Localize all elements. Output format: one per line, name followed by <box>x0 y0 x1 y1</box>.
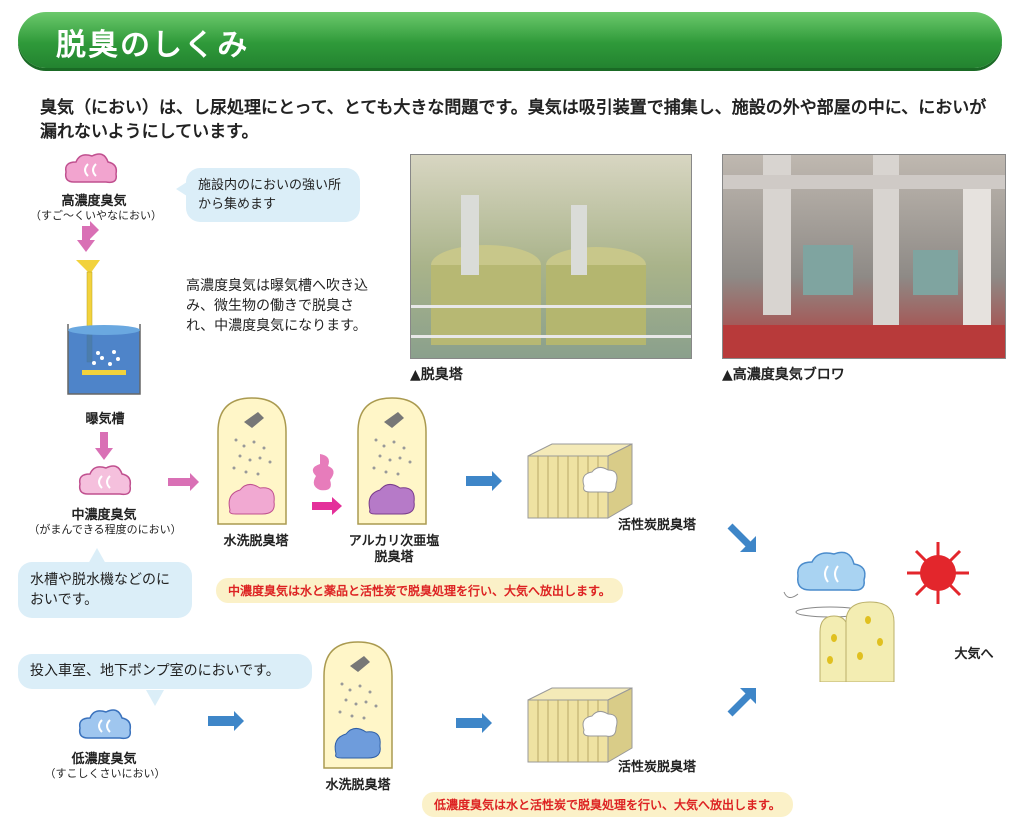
mid-water-wash-tower-icon <box>217 397 287 525</box>
high-odor-title: 高濃度臭気 <box>61 194 127 209</box>
pink-right-arrow <box>168 473 199 491</box>
mid-odor-note: 中濃度臭気は水と薬品と活性炭で脱臭処理を行い、大気へ放出します。 <box>216 578 623 603</box>
header-banner <box>18 12 1002 68</box>
mid-odor-title: 中濃度臭気 <box>71 508 137 523</box>
bubble-tail-icon-2 <box>88 548 106 564</box>
blower-caption: ▲高濃度臭気ブロワ <box>722 367 845 383</box>
bubble-tail-icon-3 <box>146 690 164 706</box>
mid-tower1-label: 水洗脱臭塔 <box>223 534 289 549</box>
pink-down-arrow-2 <box>100 432 108 450</box>
mid-odor-sub: （がまんできる程度のにおい） <box>28 523 182 536</box>
pink-down-arrowhead-icon-2 <box>95 448 113 460</box>
mid-tower2-line1: アルカリ次亜塩 <box>348 534 440 549</box>
deodorizing-tower-caption: ▲脱臭塔 <box>410 367 463 383</box>
low-carbon-tower-icon <box>527 687 633 763</box>
low-odor-sub: （すこしくさいにおい） <box>44 767 166 780</box>
blue-right-arrow-1 <box>466 471 502 491</box>
mid-odor-cloud-icon <box>78 465 132 496</box>
low-odor-cloud-icon <box>78 709 132 740</box>
high-odor-note: 高濃度臭気は曝気槽へ吹き込み、微生物の働きで脱臭され、中濃度臭気になります。 <box>186 278 368 334</box>
pink-down-arrowhead-icon <box>77 240 95 252</box>
high-odor-cloud-icon <box>64 153 118 184</box>
intro-text: 臭気（におい）は、し尿処理にとって、とても大きな問題です。臭気は吸引装置で捕集し… <box>40 98 987 142</box>
magenta-right-arrow <box>312 502 334 510</box>
low-carbon-label: 活性炭脱臭塔 <box>617 760 696 775</box>
mid-carbon-label: 活性炭脱臭塔 <box>617 518 696 533</box>
blower-photo <box>722 154 1006 359</box>
low-tower1-label: 水洗脱臭塔 <box>325 778 391 793</box>
magenta-arrowhead-icon <box>332 497 342 515</box>
blue-diag-up-arrow-icon <box>727 688 756 717</box>
mid-alkali-tower-icon <box>357 397 427 525</box>
chemical-icon <box>312 454 334 491</box>
page-title: 脱臭のしくみ <box>56 28 250 63</box>
bubble-tail-icon <box>176 180 190 198</box>
deodorizing-tower-photo <box>410 154 692 359</box>
aeration-tank-icon <box>67 260 141 395</box>
high-odor-sub: （すご～くいやなにおい） <box>30 209 162 222</box>
low-odor-bubble: 投入車室、地下ポンプ室のにおいです。 <box>18 654 312 689</box>
low-odor-title: 低濃度臭気 <box>71 752 137 767</box>
atmosphere-scene-icon <box>783 542 969 682</box>
low-odor-note: 低濃度臭気は水と活性炭で脱臭処理を行い、大気へ放出します。 <box>422 792 793 817</box>
blue-right-arrow-2 <box>208 711 244 731</box>
blue-diag-down-arrow-icon <box>727 523 756 552</box>
atmosphere-label: 大気へ <box>954 647 994 662</box>
low-water-wash-tower-icon <box>323 641 393 769</box>
aeration-tank-label: 曝気槽 <box>85 412 125 427</box>
pink-down-arrow <box>82 221 99 242</box>
high-odor-bubble: 施設内のにおいの強い所から集めます <box>186 168 360 222</box>
mid-odor-bubble: 水槽や脱水機などのにおいです。 <box>18 562 192 618</box>
mid-carbon-tower-icon <box>527 443 633 519</box>
blue-right-arrow-3 <box>456 713 492 733</box>
mid-tower2-line2: 脱臭塔 <box>374 550 414 565</box>
